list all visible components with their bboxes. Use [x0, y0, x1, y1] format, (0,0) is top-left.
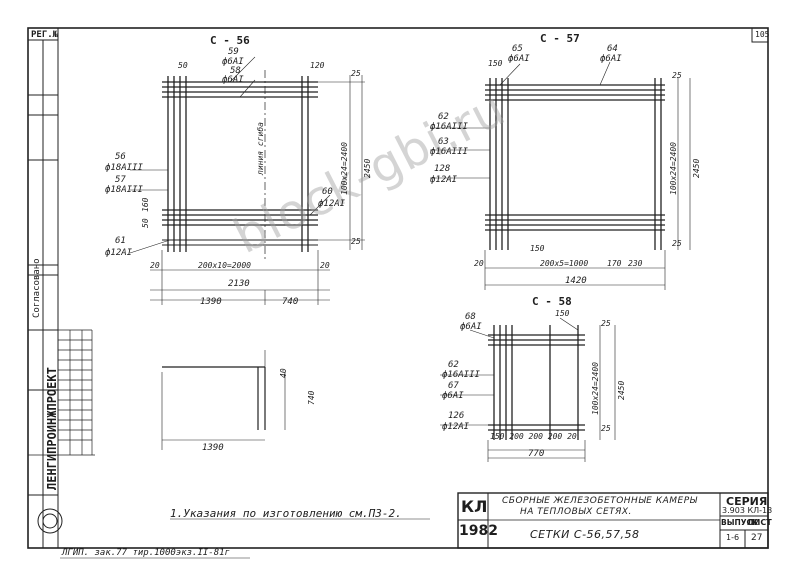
c58-span-vertical: 100х24=2400	[591, 362, 600, 415]
c56-span-vertical: 100х24=2400	[340, 142, 349, 195]
c57-pos-63-rebar: ф16АIII	[430, 147, 468, 157]
c56-pos-59: 59	[228, 47, 239, 57]
c56-dim-25b: 25	[351, 237, 361, 246]
c57-pos-128: 128	[434, 164, 451, 174]
title-block-line1: СБОРНЫЕ ЖЕЛЕЗОБЕТОННЫЕ КАМЕРЫ	[502, 496, 698, 506]
c57-dim-20: 20	[474, 259, 484, 268]
c56-pos-59-rebar: ф6АI	[222, 57, 244, 67]
c57-pos-65: 65	[512, 44, 523, 54]
manufacturing-note: 1.Указания по изготовлению см.ПЗ-2.	[170, 507, 402, 520]
c56-dim-20b: 20	[320, 261, 330, 270]
c58-total-horizontal: 770	[528, 449, 545, 459]
title-block-line2: НА ТЕПЛОВЫХ СЕТЯХ.	[520, 507, 632, 517]
bent-dim-1390: 1390	[202, 443, 224, 453]
c56-total-vertical: 2450	[363, 158, 372, 178]
c56-pos-56-rebar: ф18АIII	[105, 163, 143, 173]
c58-pos-67-rebar: ф6АI	[442, 391, 464, 401]
c56-pos-58-rebar: ф6АI	[222, 75, 244, 85]
c56-pos-60: 60	[322, 187, 333, 197]
page-number: 105	[755, 30, 770, 39]
c58-dim-25a: 25	[601, 319, 611, 328]
mesh-c56-title: С - 56	[210, 34, 250, 47]
c56-span-horizontal: 200х10=2000	[198, 261, 251, 270]
c58-pos-62: 62	[448, 360, 459, 370]
mesh-c58-title: С - 58	[532, 295, 572, 308]
c56-dim-120: 120	[310, 61, 325, 70]
c56-pos-61-rebar: ф12АI	[105, 248, 133, 258]
footer-print-note: ЛГИП. зак.77 тир.1000экз.II-81г	[62, 548, 230, 558]
c56-dim-160: 160	[141, 197, 150, 212]
c57-pos-63: 63	[438, 137, 449, 147]
c56-dim-25a: 25	[351, 69, 361, 78]
c58-pos-68-rebar: ф6АI	[460, 322, 482, 332]
c58-total-vertical: 2450	[617, 380, 626, 400]
issue-label: ВЫПУСК	[721, 518, 759, 527]
sheet-label: ЛИСТ	[747, 518, 772, 527]
c56-pos-57: 57	[115, 175, 126, 185]
c56-pos-60-rebar: ф12АI	[318, 199, 346, 209]
c56-part-b: 740	[282, 297, 299, 307]
c56-pos-58: 58	[230, 66, 241, 76]
mesh-c57-title: С - 57	[540, 32, 580, 45]
bent-dim-40: 40	[279, 368, 288, 378]
c56-dim-20a: 20	[150, 261, 160, 270]
sheet-value: 27	[751, 533, 763, 543]
bent-dim-740: 740	[307, 390, 316, 405]
title-block-sheet-name: СЕТКИ С-56,57,58	[530, 528, 640, 541]
c58-pos-126-rebar: ф12АI	[442, 422, 470, 432]
c56-pos-61: 61	[115, 236, 126, 246]
c58-pos-62-rebar: ф16АIII	[442, 370, 480, 380]
c56-dim-50: 50	[178, 61, 188, 70]
c58-pos-68: 68	[465, 312, 476, 322]
title-block-code: КЛ	[461, 497, 488, 516]
c56-total-horizontal: 2130	[228, 279, 250, 289]
c57-pos-62: 62	[438, 112, 449, 122]
c58-pos-67: 67	[448, 381, 459, 391]
c57-pos-64: 64	[607, 44, 618, 54]
c56-bend-axis: линия сгиба	[256, 122, 265, 175]
c57-pos-64-rebar: ф6АI	[600, 54, 622, 64]
approved-label: Согласовано	[32, 258, 42, 318]
title-block-year: 1982	[459, 523, 498, 539]
c57-dim-150: 150	[488, 59, 503, 68]
series-value: 3.903 КЛ-13	[722, 506, 773, 515]
reg-number-label: РЕГ.№	[31, 30, 59, 40]
c57-total-vertical: 2450	[692, 158, 701, 178]
c57-pos-65-rebar: ф6АI	[508, 54, 530, 64]
issue-value: 1-6	[726, 533, 740, 542]
c56-pos-56: 56	[115, 152, 126, 162]
c57-pos-128-rebar: ф12АI	[430, 175, 458, 185]
organization-name: ЛЕНГИПРОИНЖПРОЕКТ	[45, 367, 59, 490]
c57-dim-150b: 150	[530, 244, 545, 253]
c56-dim-50b: 50	[141, 218, 150, 228]
c58-dim-25b: 25	[601, 424, 611, 433]
c57-dim-25a: 25	[672, 71, 682, 80]
c57-span-horizontal: 200х5=1000	[540, 259, 589, 268]
c57-dim-25b: 25	[672, 239, 682, 248]
series-label: СЕРИЯ	[726, 495, 768, 508]
c58-dim-150: 150	[555, 309, 570, 318]
c56-part-a: 1390	[200, 297, 222, 307]
c57-dim-170: 170	[607, 259, 622, 268]
c58-pos-126: 126	[448, 411, 465, 421]
c57-pos-62-rebar: ф16АIII	[430, 122, 468, 132]
c57-dim-230: 230	[628, 259, 643, 268]
c57-total-horizontal: 1420	[565, 276, 587, 286]
c56-pos-57-rebar: ф18АIII	[105, 185, 143, 195]
c57-span-vertical: 100х24=2400	[669, 142, 678, 195]
c58-dims-horizontal: 150 200 200 200 20	[490, 432, 577, 441]
